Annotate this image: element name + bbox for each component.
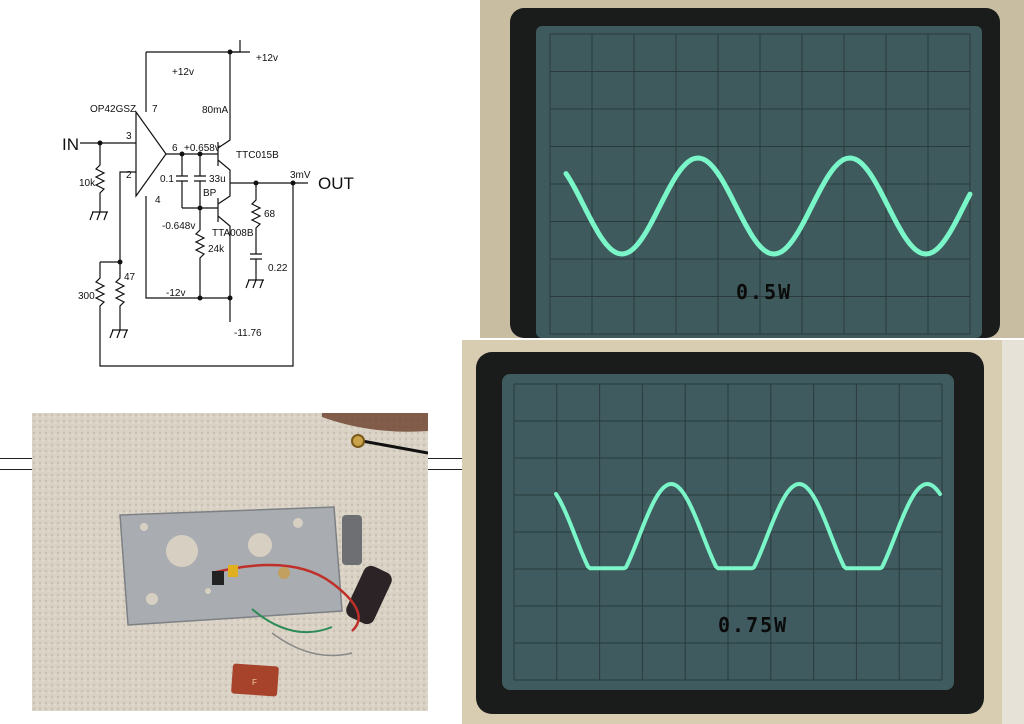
capacitor-marking: F xyxy=(252,678,257,687)
input-label: IN xyxy=(62,135,79,154)
offset-label: 3mV xyxy=(290,170,311,181)
oscilloscope-top: 0.5W xyxy=(480,0,1024,338)
r-fb-300-label: 300 xyxy=(78,291,95,302)
scope-grid xyxy=(513,383,943,681)
scope-screen xyxy=(536,26,982,338)
pin-7-label: 7 xyxy=(152,104,158,115)
power-label-top: 0.5W xyxy=(736,280,792,304)
pin-4-label: 4 xyxy=(155,195,161,206)
npn-transistor-symbol xyxy=(217,52,231,183)
clipped-sine-waveform xyxy=(554,482,942,571)
divider-left xyxy=(0,458,32,470)
v-bottom-label: -0.648v xyxy=(162,221,195,232)
oscilloscope-bottom: 0.75W xyxy=(462,340,1024,724)
divider-right xyxy=(428,458,462,470)
pnp-part-label: TTA008B xyxy=(212,228,254,239)
supply-pos-right-label: +12v xyxy=(256,53,278,64)
npn-part-label: TTC015B xyxy=(236,150,279,161)
r-bias-label: 24k xyxy=(208,244,225,255)
cap-bp-label: BP xyxy=(203,188,217,199)
film-capacitor: F xyxy=(231,663,279,697)
cap-33u-label: 33u xyxy=(209,174,226,185)
sine-waveform xyxy=(563,155,973,257)
bias-current-label: 80mA xyxy=(202,105,228,116)
circuit-board-photo: F xyxy=(32,413,429,711)
supply-neg-inner-label: -12v xyxy=(166,288,185,299)
scope-grid xyxy=(549,33,971,335)
opamp-part-label: OP42GSZ xyxy=(90,104,136,115)
cap-01-label: 0.1 xyxy=(160,174,174,185)
pin-3-label: 3 xyxy=(126,131,132,142)
opamp-symbol xyxy=(135,110,167,198)
pnp-transistor-symbol xyxy=(217,183,231,322)
power-label-bottom: 0.75W xyxy=(718,613,788,637)
output-label: OUT xyxy=(318,174,354,193)
pin-6-label: 6 xyxy=(172,143,178,154)
pin-2-label: 2 xyxy=(126,170,132,181)
v-top-label: +0.658v xyxy=(184,143,220,154)
r-input-label: 10k xyxy=(79,178,96,189)
r-zobel-label: 68 xyxy=(264,209,276,220)
c-zobel-label: 0.22 xyxy=(268,263,288,274)
supply-neg-measured-label: -11.76 xyxy=(234,328,262,339)
r-fb-47-label: 47 xyxy=(124,272,136,283)
supply-pos-inner-label: +12v xyxy=(172,67,194,78)
amplifier-schematic: +12v +12v OP42GSZ 7 3 2 6 4 IN 10k 300 4… xyxy=(0,0,470,390)
